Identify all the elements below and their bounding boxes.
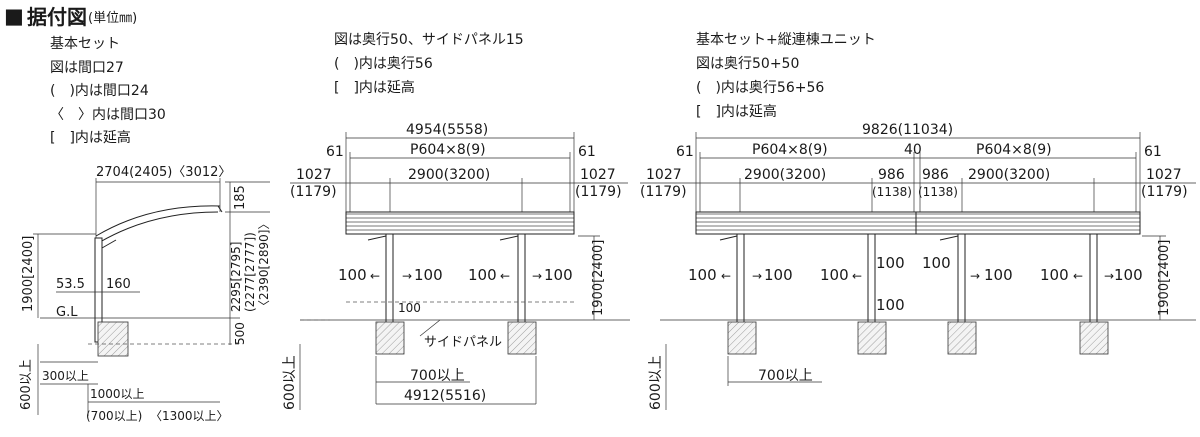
left-v3: 〈2390[2890]〉 (257, 218, 271, 312)
mid-700-min: 700以上 (410, 368, 465, 384)
dim-53-5: 53.5 (56, 277, 85, 292)
right-note-4: [ ]内は延高 (696, 103, 777, 120)
right-gap-40: 40 (904, 142, 922, 158)
side-view: 2704(2405)〈3012〉 G.L 1900[2400] 53.5 160… (19, 165, 271, 423)
unit-label: (単位㎜) (88, 10, 137, 26)
right-100-2: 100 (764, 266, 793, 284)
right-100-8: 100 (1114, 266, 1143, 284)
right-1179-left: (1179) (640, 184, 687, 200)
mid-note-1: 図は奥行50、サイドパネル15 (334, 31, 524, 48)
left-note-3: ( )内は間口24 (50, 83, 149, 99)
right-1179-right: (1179) (1141, 184, 1188, 200)
right-61-left: 61 (676, 144, 694, 160)
mid-600-min: 600以上 (282, 355, 298, 410)
page-title: 据付図 (27, 5, 87, 29)
right-1138-a: (1138) (872, 185, 912, 199)
mid-total-width: 4954(5558) (406, 122, 488, 138)
mid-bottom-width: 4912(5516) (404, 388, 486, 404)
dim-1000-min: 1000以上 (90, 387, 145, 401)
right-61-right: 61 (1144, 144, 1162, 160)
svg-text:→: → (752, 269, 762, 283)
mid-1179-right: (1179) (575, 184, 622, 200)
svg-text:→: → (532, 269, 542, 283)
svg-text:→: → (1104, 269, 1114, 283)
right-note-2: 図は奥行50+50 (696, 55, 799, 72)
svg-text:→: → (970, 269, 980, 283)
mid-100-small: 100 (398, 301, 421, 315)
right-100-6: 100 (984, 266, 1013, 284)
mid-1179-left: (1179) (290, 184, 337, 200)
right-panel-1: P604×8(9) (752, 142, 828, 158)
ground-level-label: G.L (56, 305, 78, 320)
mid-note-2: ( )内は奥行56 (334, 55, 433, 72)
right-100-7: 100 (1040, 266, 1069, 284)
mid-height-dim: 1900[2400] (591, 240, 606, 316)
mid-note-3: [ ]内は延高 (334, 79, 415, 96)
right-total-width: 9826(11034) (862, 122, 953, 138)
mid-1027-right: 1027 (580, 167, 616, 183)
left-note-4: 〈 〉内は間口30 (50, 107, 166, 123)
front-view-basic: 4954(5558) 61 61 P604×8(9) 1027 (1179) 2… (282, 122, 630, 410)
mid-span: 2900(3200) (408, 167, 490, 183)
right-note-3: ( )内は奥行56+56 (696, 79, 824, 96)
mid-61-right: 61 (578, 144, 596, 160)
side-panel-label: サイドパネル (424, 335, 502, 350)
mid-panel-label: P604×8(9) (410, 142, 486, 158)
right-100-3: 100 (820, 266, 849, 284)
svg-text:←: ← (500, 269, 510, 283)
right-1138-b: (1138) (918, 185, 958, 199)
right-100-4: 100 (876, 254, 905, 272)
right-600-min: 600以上 (648, 355, 664, 410)
right-span-2: 2900(3200) (968, 167, 1050, 183)
right-note-1: 基本セット+縦連棟ユニット (696, 31, 876, 48)
right-height-dim: 1900[2400] (1157, 240, 1172, 316)
left-v2: (2277[2777]) (243, 232, 257, 312)
mid-1027-left: 1027 (296, 167, 332, 183)
dim-300-min: 300以上 (42, 369, 89, 383)
dim-700-min: (700以上) (86, 409, 142, 423)
svg-text:→: → (402, 269, 412, 283)
left-note-1: 基本セット (50, 35, 120, 52)
mid-100-d: 100 (544, 266, 573, 284)
left-height-dim: 1900[2400] (21, 236, 36, 312)
dim-1300-min: 〈1300以上〉 (150, 409, 229, 423)
right-700-min: 700以上 (758, 368, 813, 384)
right-100-1: 100 (688, 266, 717, 284)
svg-text:←: ← (370, 269, 380, 283)
header-square: ■ (4, 4, 24, 28)
right-986-a: 986 (878, 167, 905, 183)
right-100-5: 100 (922, 254, 951, 272)
left-note-5: [ ]内は延高 (50, 129, 131, 146)
left-top-width: 2704(2405)〈3012〉 (96, 165, 231, 180)
left-v1: 2295[2795] (229, 242, 243, 312)
mid-100-a: 100 (338, 266, 367, 284)
right-span-1: 2900(3200) (744, 167, 826, 183)
mid-61-left: 61 (326, 144, 344, 160)
dim-160: 160 (106, 277, 131, 292)
right-1027-right: 1027 (1146, 167, 1182, 183)
dim-500: 500 (233, 322, 247, 345)
mid-100-c: 100 (468, 266, 497, 284)
left-600-min: 600以上 (19, 359, 34, 410)
right-center-100-b: 100 (876, 296, 905, 314)
svg-text:←: ← (721, 269, 731, 283)
svg-text:←: ← (1073, 269, 1083, 283)
right-panel-2: P604×8(9) (976, 142, 1052, 158)
dim-185: 185 (233, 185, 248, 210)
right-1027-left: 1027 (646, 167, 682, 183)
right-986-b: 986 (922, 167, 949, 183)
left-note-2: 図は間口27 (50, 60, 124, 76)
front-view-extended: 9826(11034) 61 61 P604×8(9) 40 P604×8(9)… (640, 122, 1196, 410)
svg-text:←: ← (852, 269, 862, 283)
mid-100-b: 100 (414, 266, 443, 284)
